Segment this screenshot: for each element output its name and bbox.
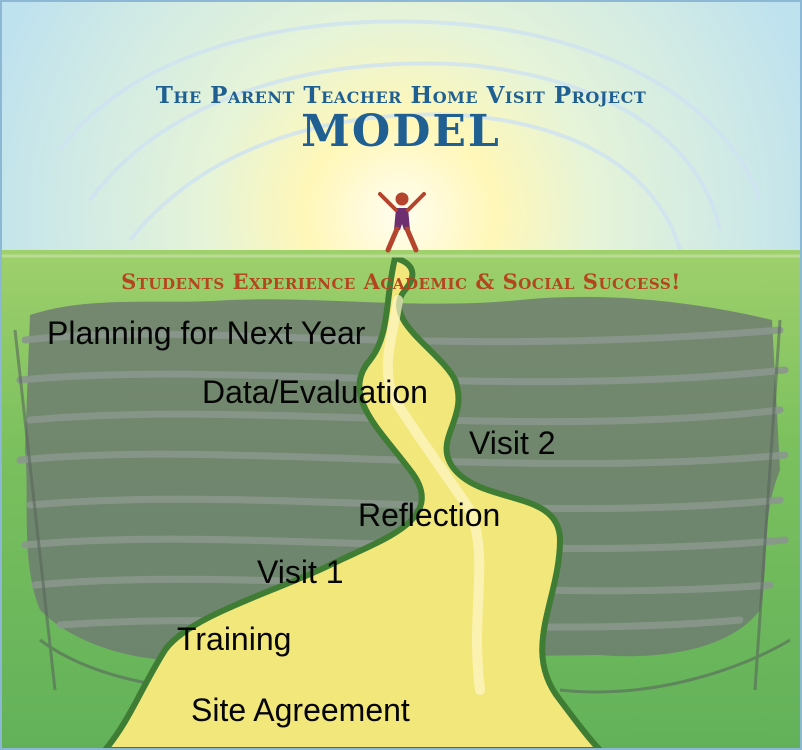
road-sheen	[382, 295, 485, 695]
sky-swirls	[58, 19, 762, 251]
step-visit-1: Visit 1	[257, 554, 344, 590]
step-visit-2: Visit 2	[469, 425, 556, 461]
step-site-agreement: Site Agreement	[191, 692, 410, 728]
success-tagline: Students Experience Academic & Social Su…	[121, 269, 681, 294]
step-reflection: Reflection	[358, 497, 501, 533]
step-planning-for-next-year: Planning for Next Year	[47, 315, 366, 351]
model-title: MODEL	[301, 106, 501, 157]
cheering-person-icon	[378, 192, 426, 253]
step-data-evaluation: Data/Evaluation	[202, 374, 428, 410]
step-training: Training	[177, 621, 292, 657]
project-title: The Parent Teacher Home Visit Project	[155, 82, 647, 109]
scribble-mass	[25, 296, 780, 661]
